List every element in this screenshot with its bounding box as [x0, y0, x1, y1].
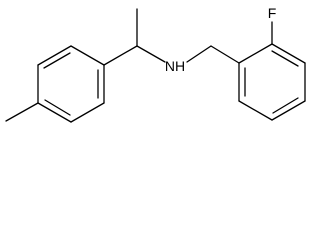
- fluorophenyl-ring-bond: [271, 100, 306, 121]
- fluorine-label: F: [268, 5, 277, 21]
- ring-to-ch-bond: [103, 45, 138, 66]
- aryl-methyl-bond: [5, 102, 39, 122]
- ch-to-n-bond: [136, 45, 166, 63]
- fluorophenyl-ring-bond: [271, 43, 306, 64]
- n-to-ch2-bond: [186, 45, 212, 63]
- tolyl-ring-bond: [70, 102, 105, 123]
- fluorophenyl-ring-bond: [238, 43, 273, 64]
- fluorophenyl-ring-bond: [238, 100, 273, 121]
- fluorophenyl-ring: [238, 43, 306, 121]
- ch2-to-ring-bond: [210, 45, 240, 64]
- amine-label: NH: [165, 58, 185, 74]
- tolyl-ring-bond: [37, 102, 72, 123]
- tolyl-double-bond: [44, 99, 71, 116]
- fluorophenyl-double-bond: [271, 50, 299, 67]
- tolyl-ring-bond: [70, 45, 105, 66]
- tolyl-ring: [37, 45, 105, 123]
- molecule-structure: NH F: [5, 5, 306, 123]
- tolyl-ring-bond: [37, 45, 72, 66]
- tolyl-double-bond: [43, 52, 71, 69]
- fluorophenyl-double-bond: [272, 97, 299, 114]
